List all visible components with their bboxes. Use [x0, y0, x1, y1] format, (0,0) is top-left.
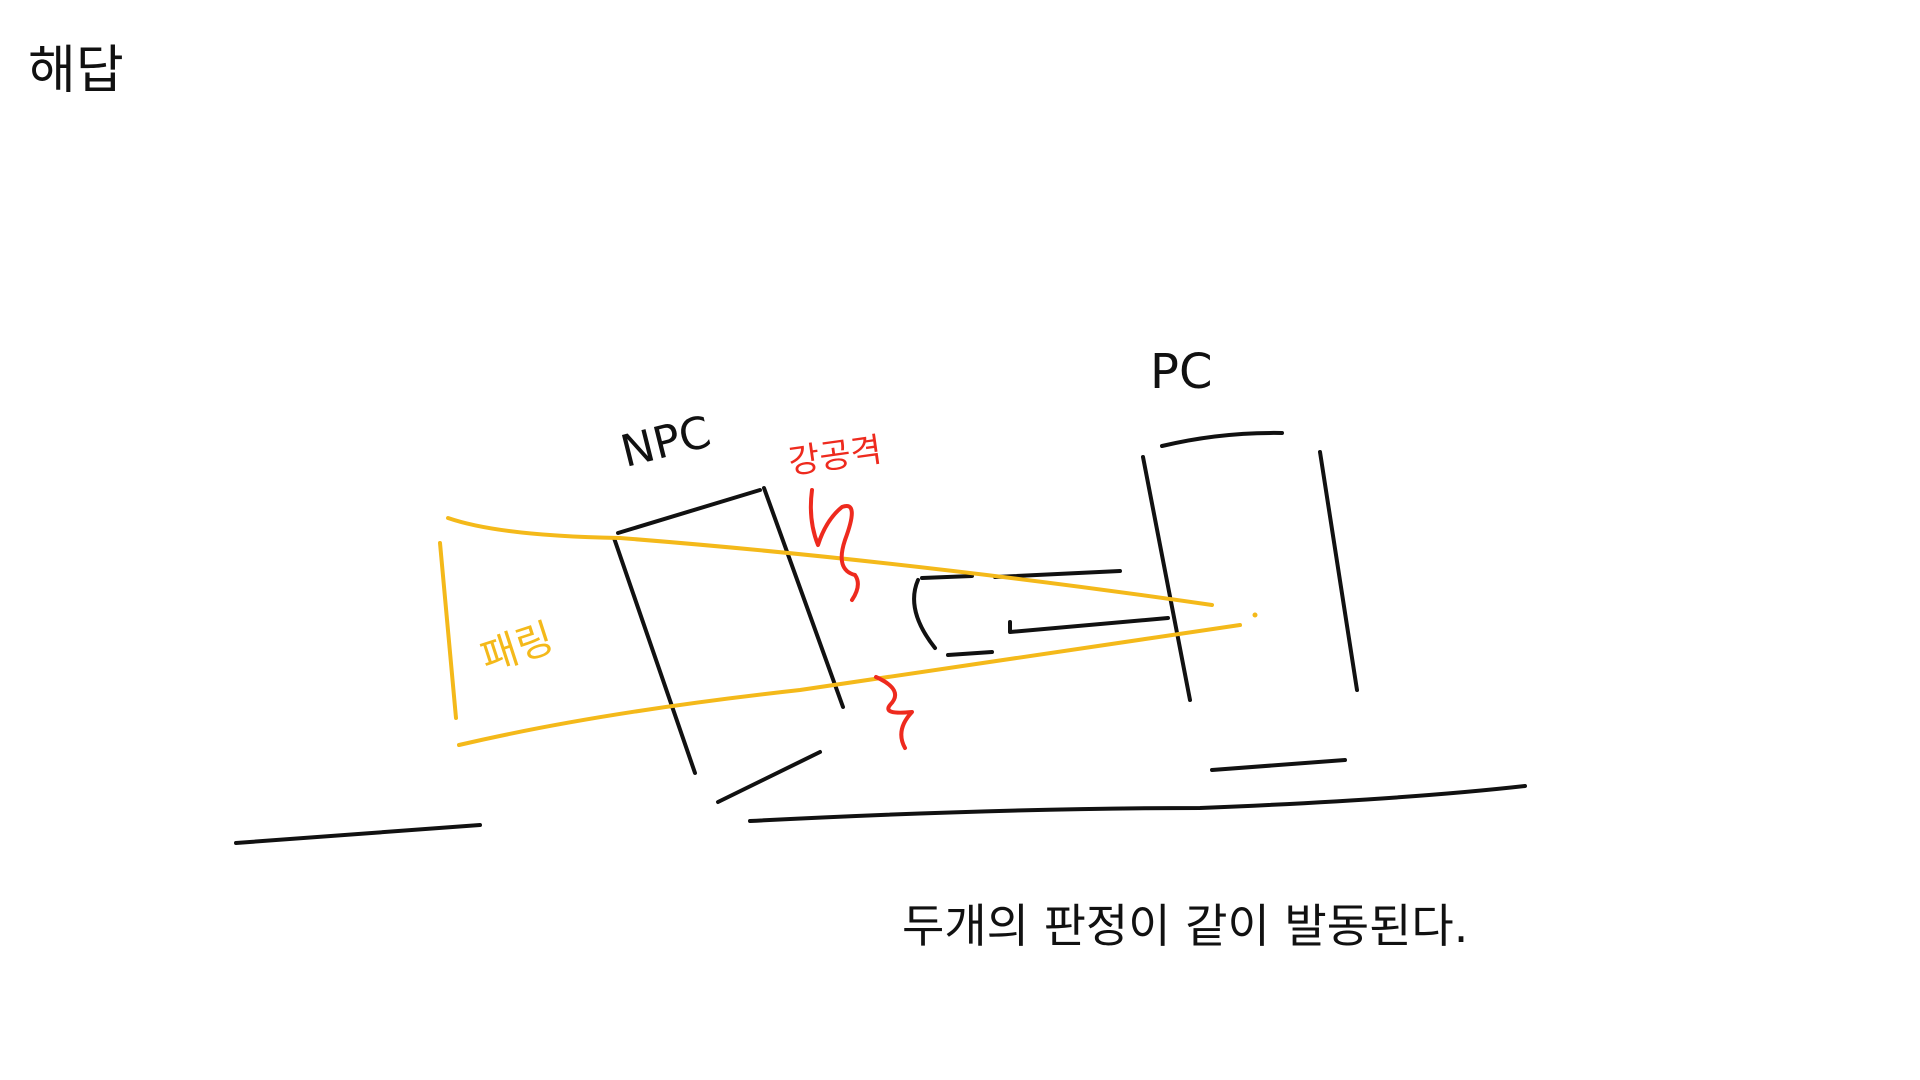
- strong-attack-squiggle-bottom: [874, 675, 914, 750]
- parry-label: 패링: [475, 615, 559, 681]
- parry-upper-line: [446, 516, 1214, 607]
- strong-attack-squiggle-top: [808, 488, 860, 602]
- pc-bottom-edge: [1210, 758, 1347, 772]
- parry-tip-dot: [1252, 612, 1258, 618]
- weapon-blade-top: [993, 569, 1122, 579]
- weapon-blade-bottom: [1008, 616, 1170, 634]
- pc-weapon: [912, 569, 1170, 657]
- strong-attack-marks: [808, 488, 914, 750]
- ground-line-left: [234, 823, 482, 845]
- pc-label: PC: [1150, 344, 1212, 400]
- npc-right-edge: [762, 486, 845, 709]
- pc-figure: [1141, 430, 1359, 772]
- weapon-hilt-bottom: [946, 650, 994, 657]
- npc-bottom-edge: [716, 750, 822, 804]
- pc-right-edge: [1318, 450, 1359, 692]
- heading-text: 해답: [28, 41, 124, 101]
- npc-top-edge: [616, 488, 762, 535]
- weapon-hilt-top: [920, 574, 974, 580]
- parry-boundary-line: [438, 541, 458, 720]
- parry-zone: [438, 516, 1258, 747]
- pc-left-edge: [1141, 455, 1192, 702]
- npc-left-edge: [612, 536, 697, 775]
- caption-text: 두개의 판정이 같이 발동된다.: [902, 899, 1468, 953]
- parry-lower-line: [457, 623, 1242, 747]
- npc-label: NPC: [616, 407, 716, 478]
- strong-attack-label: 강공격: [786, 430, 884, 483]
- ground-line-right: [748, 784, 1527, 823]
- pc-top-edge: [1160, 430, 1284, 448]
- npc-figure: [612, 486, 845, 804]
- weapon-guard: [912, 578, 937, 650]
